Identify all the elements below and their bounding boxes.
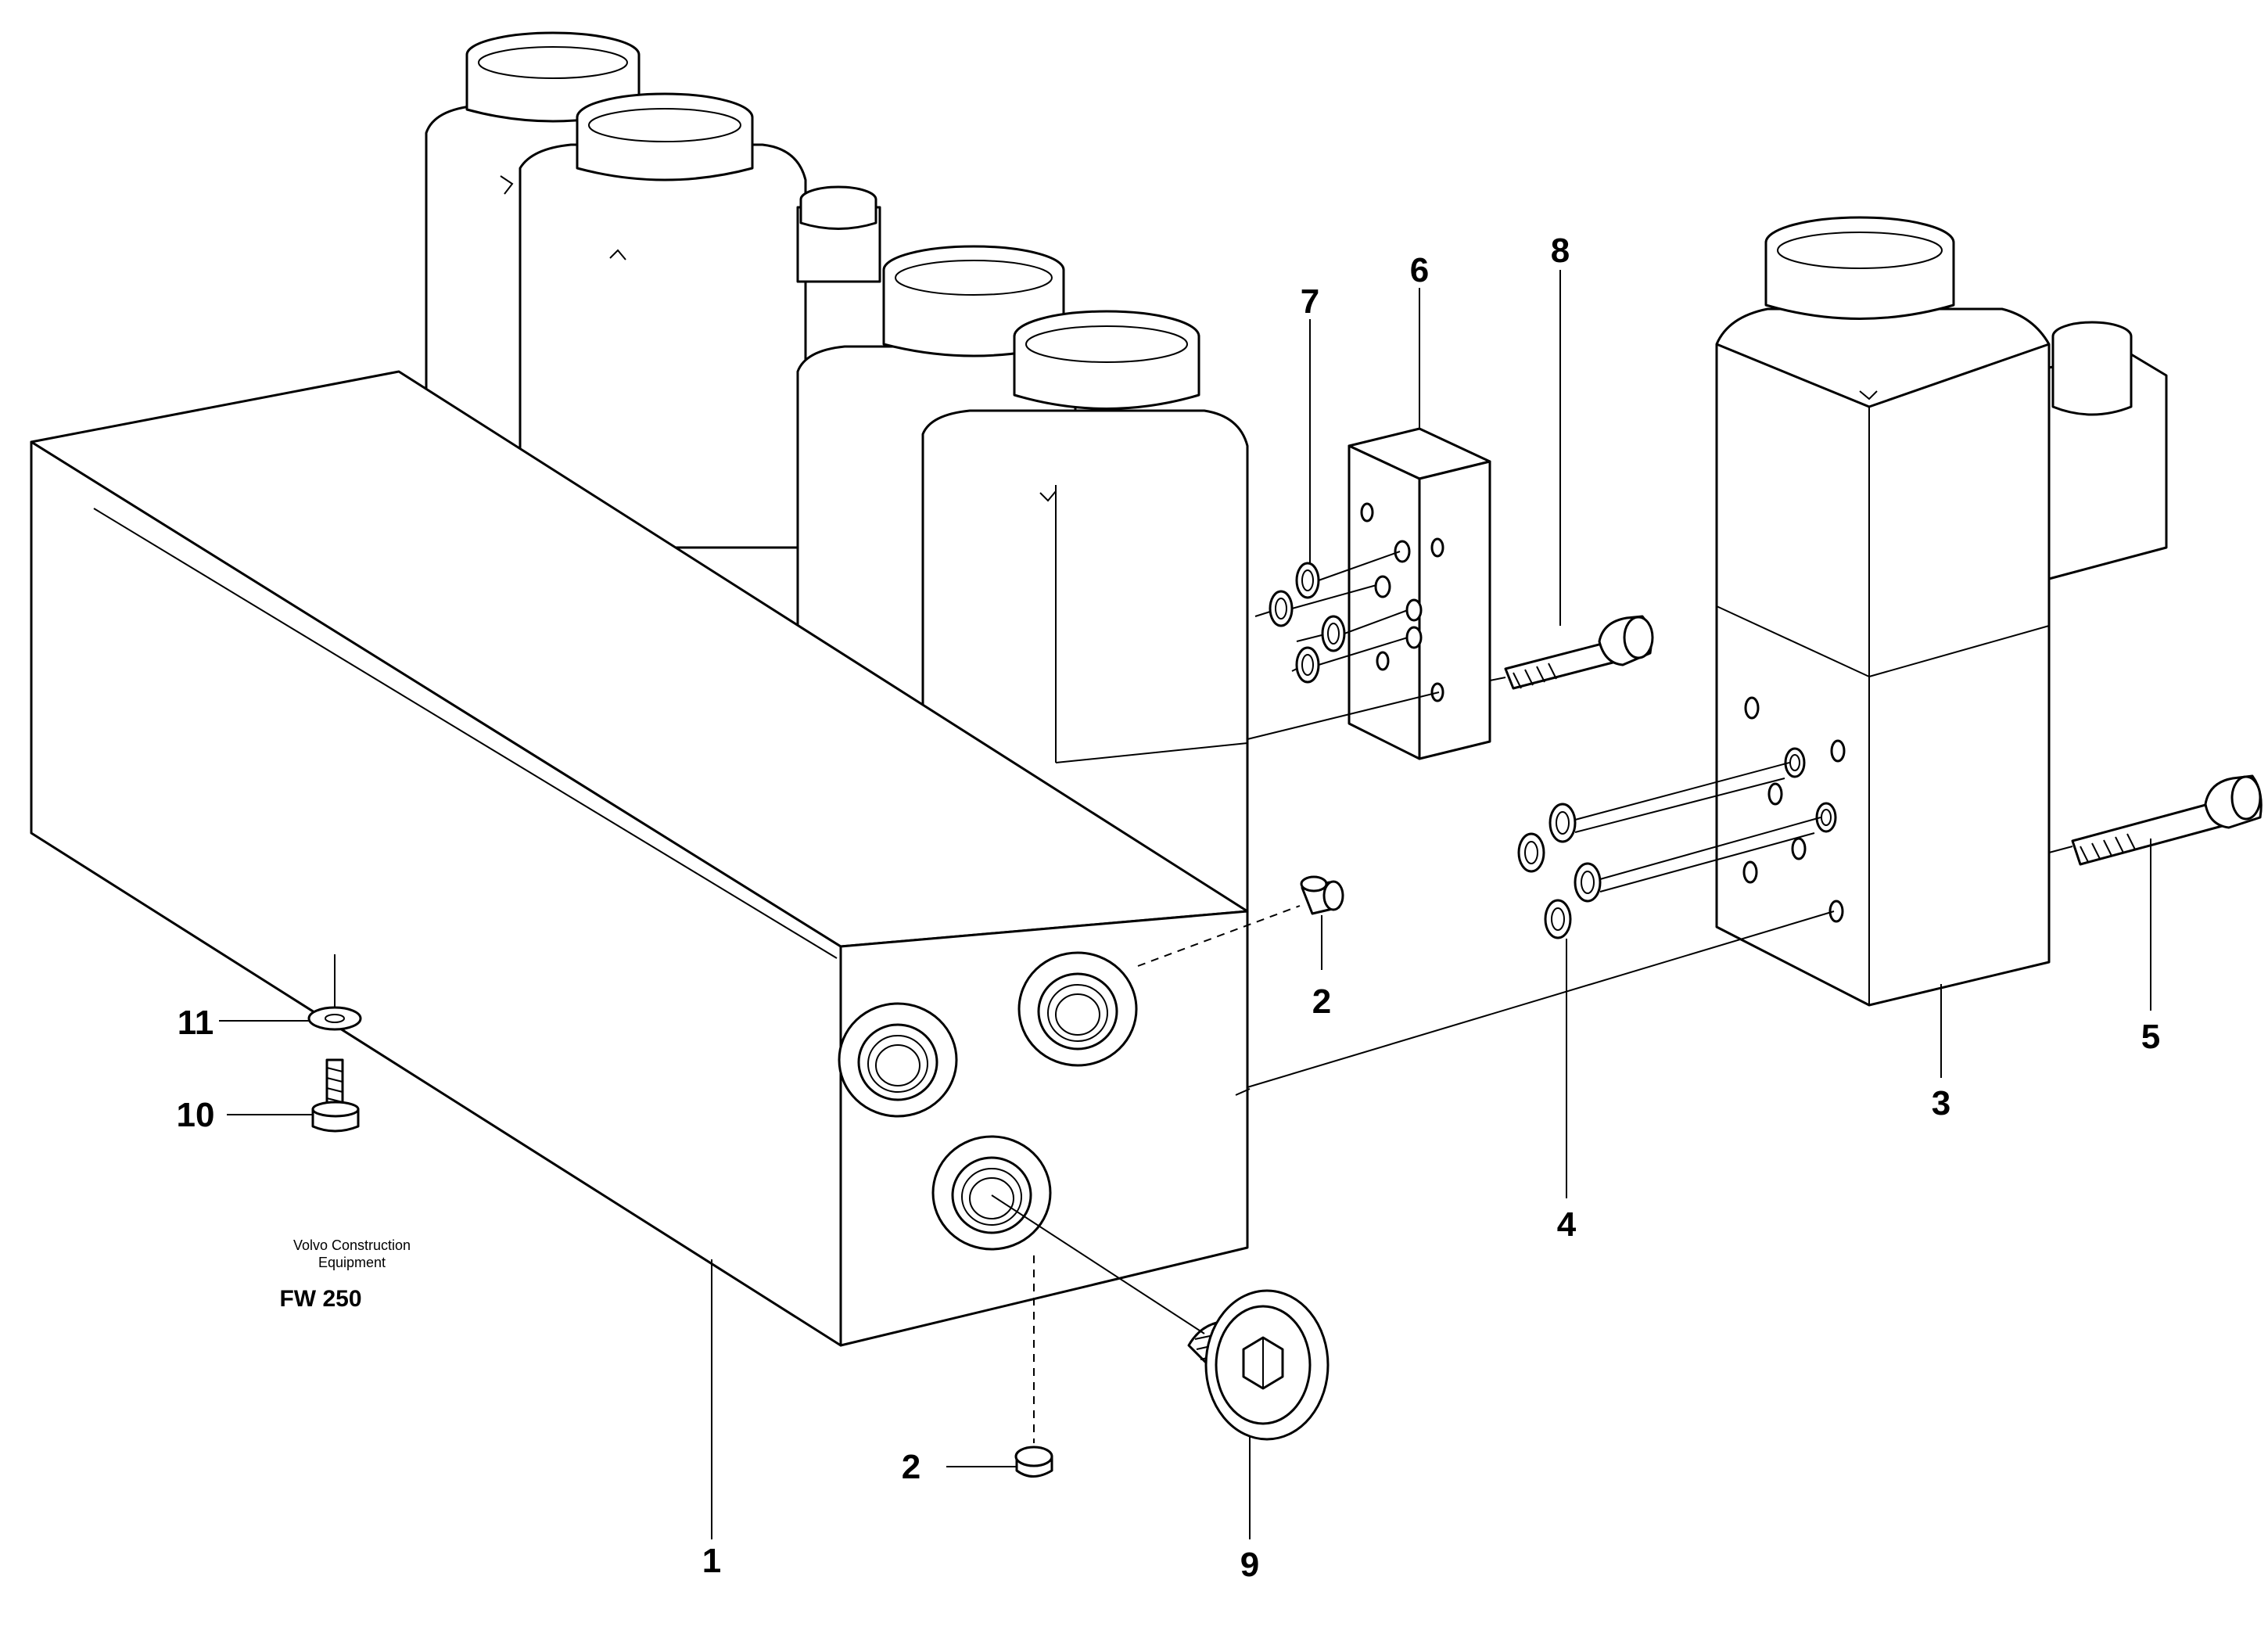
callout-3: 3 — [1932, 1084, 1950, 1122]
callout-7: 7 — [1301, 282, 1319, 321]
pressure-port-right — [1017, 951, 1138, 1067]
callout-leaders — [219, 270, 2151, 1539]
plug-2-lower — [1014, 1255, 1053, 1478]
assembly-lines — [1235, 691, 1835, 1096]
cover-plate — [1348, 427, 1491, 760]
washer-11 — [307, 954, 362, 1031]
callout-9: 9 — [1240, 1546, 1259, 1584]
valve-block — [30, 370, 1249, 1347]
solenoid-coil-back-right — [500, 92, 807, 549]
cap-screw-8 — [1489, 615, 1654, 690]
callout-8: 8 — [1551, 232, 1570, 270]
callout-1: 1 — [702, 1542, 721, 1580]
screw-10 — [311, 1058, 360, 1133]
callout-6: 6 — [1410, 251, 1429, 289]
callout-11: 11 — [178, 1004, 214, 1042]
brand-line-2: Equipment — [318, 1255, 386, 1270]
o-ring-set-4 — [1517, 762, 1821, 939]
callout-2-upper: 2 — [1312, 982, 1331, 1021]
callout-4: 4 — [1557, 1205, 1577, 1244]
caption-block: Volvo Construction Equipment FW 250 — [279, 1237, 411, 1312]
figure-code: FW 250 — [279, 1286, 361, 1312]
brand-line-1: Volvo Construction — [293, 1237, 411, 1253]
plug-2-upper — [1137, 875, 1344, 967]
callout-labels: 1 2 2 3 4 5 6 7 8 9 10 11 — [177, 232, 2161, 1584]
cap-screw-5 — [2048, 774, 2263, 866]
screw-plug-9 — [991, 1194, 1330, 1441]
drain-port — [931, 1135, 1052, 1251]
pressure-port-left — [838, 1002, 958, 1118]
callout-5: 5 — [2141, 1018, 2160, 1056]
solenoid-connector-back — [796, 185, 881, 283]
callout-10: 10 — [177, 1096, 215, 1134]
o-ring-set-7 — [1254, 551, 1409, 684]
callout-2-lower: 2 — [902, 1448, 920, 1486]
pilot-valve — [1715, 216, 2168, 1007]
